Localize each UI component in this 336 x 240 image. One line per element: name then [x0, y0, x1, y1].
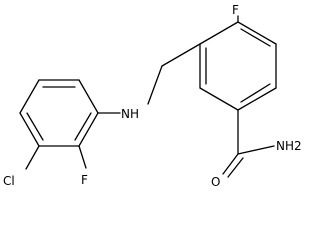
oxygen-label: O: [211, 175, 220, 189]
bond-c-o-2: [227, 157, 244, 178]
bond-c-o-1: [222, 153, 239, 175]
bond-c-n-amide: [237, 145, 275, 155]
double-bond-inner: [240, 83, 271, 103]
bond: [78, 79, 99, 114]
amide-nh2-label: NH2: [276, 139, 302, 153]
bond: [19, 79, 40, 114]
bond-c-cl: [25, 145, 40, 170]
double-bond-inner: [26, 112, 44, 141]
structure-diagram: F NH Cl F O: [3, 3, 302, 189]
left-benzene-ring: [19, 79, 99, 147]
bond: [199, 21, 239, 45]
fluorine-top-label: F: [232, 3, 239, 17]
bond: [19, 112, 40, 147]
molecule-canvas: F NH Cl F O: [3, 3, 302, 189]
bond: [199, 87, 239, 111]
bond-ring-ch2: [161, 43, 201, 67]
bond: [78, 112, 99, 147]
bond: [237, 21, 277, 45]
bond-ch2-n: [147, 65, 163, 105]
bond: [237, 87, 277, 111]
chlorine-label: Cl: [3, 174, 15, 188]
amide-nh2-text: NH2: [276, 139, 302, 153]
fluorine-bottom-label: F: [81, 173, 88, 187]
nh-label: NH: [121, 107, 139, 121]
double-bond-inner: [74, 112, 92, 141]
right-benzene-ring: [199, 21, 277, 111]
double-bond-inner: [240, 28, 271, 47]
bond-c-f-bottom: [78, 145, 87, 169]
